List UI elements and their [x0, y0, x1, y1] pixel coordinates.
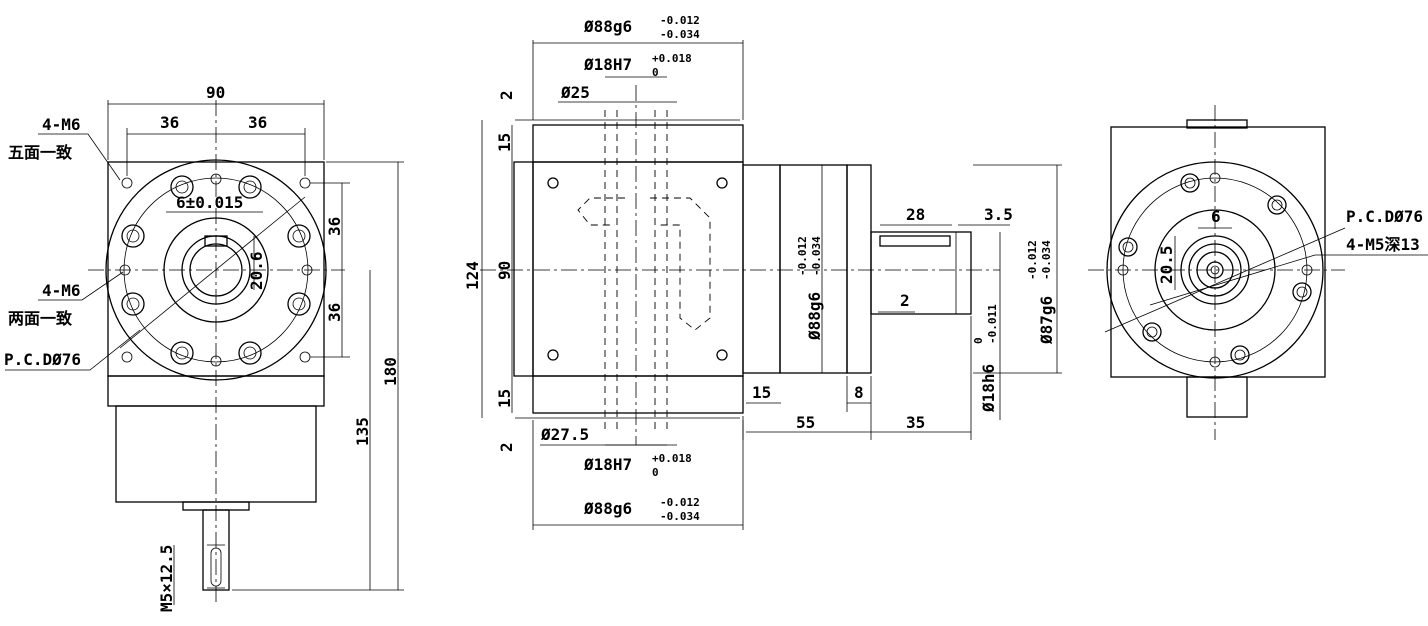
pcd-label-right: P.C.DØ76 [1346, 207, 1423, 226]
dim-2-top: 2 [497, 90, 516, 100]
dim-124: 124 [463, 261, 482, 290]
shaft-tol-l: -0.011 [986, 304, 999, 344]
key-depth-2: 2 [900, 291, 910, 310]
dim-90-mid: 90 [495, 261, 514, 280]
flange-tol-l: -0.034 [1040, 240, 1053, 280]
dim-135: 135 [353, 417, 372, 446]
dia-top: Ø88g6 [583, 17, 632, 36]
shaft-tol-u: 0 [972, 337, 985, 344]
tap-label-right: 4-M5深13 [1346, 235, 1420, 254]
dim-8: 8 [854, 383, 864, 402]
dim-36-vertical-b: 36 [325, 303, 344, 322]
key-width-left: 6±0.015 [176, 193, 243, 212]
bore-top-tol-u: +0.018 [652, 52, 692, 65]
flange-dia: Ø87g6 [1037, 296, 1056, 345]
key-width-right: 6 [1211, 207, 1221, 226]
bore-bot-tol-u: +0.018 [652, 452, 692, 465]
dim-2-bot: 2 [497, 442, 516, 452]
bore-top: Ø18H7 [583, 55, 632, 74]
left-view [5, 100, 404, 605]
dim-36-vertical-a: 36 [325, 217, 344, 236]
bore-bot: Ø18H7 [583, 455, 632, 474]
key-length-28: 28 [906, 205, 925, 224]
key-height-right: 20.5 [1157, 245, 1176, 284]
tap-label-2a: 4-M6 [42, 281, 81, 300]
dim-36-left: 36 [160, 113, 179, 132]
dim-d275: Ø27.5 [540, 425, 589, 444]
bolt-holes-right [1117, 172, 1313, 368]
thread-m5: M5×12.5 [157, 545, 176, 612]
flange-tol-u: -0.012 [1026, 240, 1039, 280]
dia-bottom: Ø88g6 [583, 499, 632, 518]
right-view [1088, 105, 1428, 440]
key-3-5: 3.5 [984, 205, 1013, 224]
dia-bot-tol-l: -0.034 [660, 510, 700, 523]
bore-top-tol-l: 0 [652, 66, 659, 79]
tap-label-2b: 两面一致 [8, 309, 73, 328]
dim-15-bot: 15 [495, 389, 514, 408]
dia-top-tol-u: -0.012 [660, 14, 700, 27]
dim-55: 55 [796, 413, 815, 432]
dia-bot-tol-u: -0.012 [660, 496, 700, 509]
dim-180: 180 [381, 357, 400, 386]
pilot-tol-l: -0.034 [810, 236, 823, 276]
dim-width-90: 90 [206, 83, 225, 102]
tap-label-1a: 4-M6 [42, 115, 81, 134]
pilot-tol-u: -0.012 [796, 236, 809, 276]
dia-top-tol-l: -0.034 [660, 28, 700, 41]
pcd-label-left: P.C.DØ76 [4, 350, 81, 369]
pilot-dia: Ø88g6 [805, 292, 824, 341]
tap-label-1b: 五面一致 [8, 143, 73, 162]
dim-35: 35 [906, 413, 925, 432]
dim-15-horiz: 15 [752, 383, 771, 402]
shaft-dia: Ø18h6 [979, 364, 998, 413]
dim-d25: Ø25 [560, 83, 590, 102]
bore-bot-tol-l: 0 [652, 466, 659, 479]
key-height-left: 20.6 [247, 251, 266, 290]
dim-36-right: 36 [248, 113, 267, 132]
middle-view [480, 40, 1062, 530]
dim-15-top: 15 [495, 133, 514, 152]
